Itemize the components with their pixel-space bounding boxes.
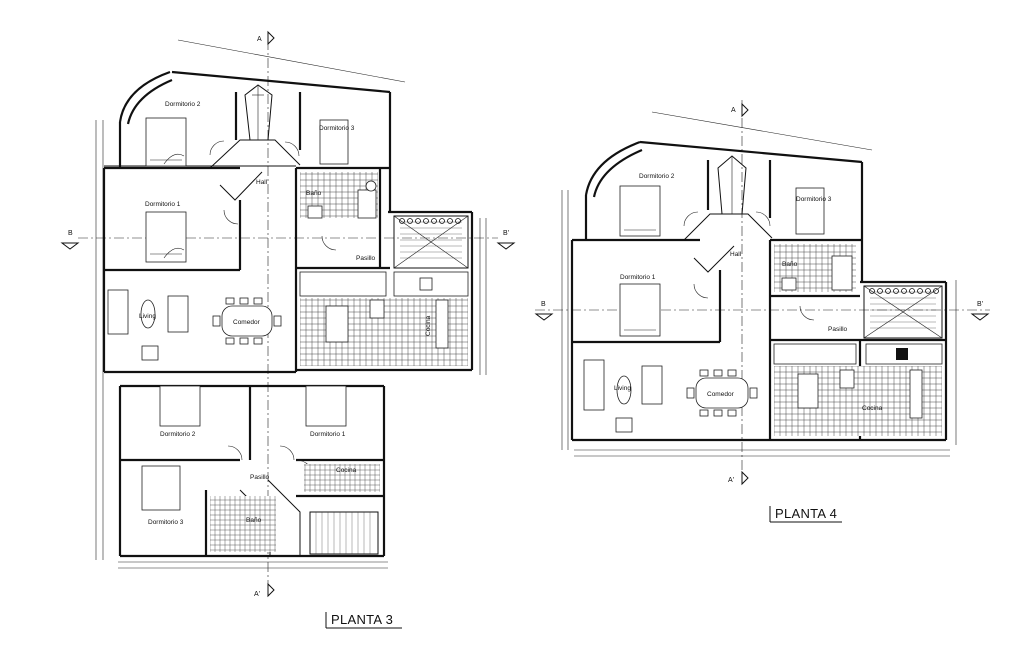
cut-label-b-right: B' [977,301,983,308]
stove [839,369,855,389]
staircase-bottom [309,511,379,555]
room-label: Baño [246,517,262,524]
room-label: Pasillo [250,474,270,481]
hall-structures [683,155,815,321]
fridge [419,277,433,291]
bathtub [831,255,853,291]
sofa-living [107,289,129,335]
room-label: Dormitorio 2 [165,101,201,108]
toilet-top [307,205,323,219]
room-label: Cocina [336,467,357,474]
cut-label-a-top: A [257,36,262,43]
room-label: Cocina [425,315,432,336]
room-label: Hall [730,251,742,258]
dining-table [695,377,749,409]
plan-title: PLANTA 4 [775,506,837,521]
armchair-living-2 [141,345,159,361]
cut-label-b-left: B [68,230,73,237]
bed-dorm3-bottom [141,465,181,511]
room-label: Dormitorio 3 [319,125,355,132]
hall-structures [209,84,337,251]
plan-planta-3: A A' B B' [60,30,516,629]
room-label: Comedor [233,319,261,326]
bed-dorm3 [795,187,825,235]
plan-planta-4: A A' B B' [534,100,990,523]
bed-dorm2-bottom [159,385,201,427]
room-label: Dormitorio 1 [310,431,346,438]
plan-title: PLANTA 3 [331,612,393,627]
room-label: Dormitorio 2 [639,173,675,180]
armchair-living [167,295,189,333]
dining-table [221,305,273,337]
coffee-table [140,299,156,329]
sink-top [365,180,377,192]
staircase-top [393,215,469,269]
room-labels-planta-3: Dormitorio 2 Dormitorio 3 Baño Hall Dorm… [139,101,432,526]
dimension-lines [561,111,957,457]
room-label: Hall [256,179,268,186]
bathtub-top [357,189,377,219]
room-label: Comedor [707,391,735,398]
dining-chairs [212,297,282,345]
room-label: Baño [782,261,798,268]
kitchen-counter [299,271,387,297]
armchair-living-2 [615,417,633,433]
bed-dorm3-top [319,119,349,165]
room-label: Dormitorio 1 [620,274,656,281]
bed-dorm1 [619,283,661,337]
room-label: Dormitorio 3 [148,519,184,526]
bathroom-tiles-bottom [210,496,276,552]
cut-label-a-bottom: A' [728,477,734,484]
room-label: Living [139,313,156,320]
kitchen-island [325,305,349,343]
kitchen-tall-unit [435,299,449,349]
room-label: Pasillo [356,255,376,262]
upper-block-walls [102,70,474,374]
room-label: Dormitorio 2 [160,431,196,438]
kitchen-tall-unit [909,369,923,419]
cut-label-a-top: A [731,107,736,114]
staircase [863,285,943,339]
bed-dorm1-bottom [305,385,347,427]
kitchen-island [797,373,819,409]
armchair-living [641,365,663,405]
cut-label-b-right: B' [503,230,509,237]
room-label: Dormitorio 3 [796,196,832,203]
bed-dorm1-top [145,211,187,263]
kitchen-counter [773,343,857,365]
toilet [781,277,797,291]
room-label: Dormitorio 1 [145,201,181,208]
cut-label-a-bottom: A' [254,591,260,598]
cut-label-b-left: B [541,301,546,308]
room-labels-planta-4: Dormitorio 2 Dormitorio 3 Hall Baño Dorm… [614,173,883,412]
cocina-tiles-bottom [304,464,380,492]
lower-block-walls [118,384,386,558]
stove [369,299,385,319]
room-label: Baño [306,190,322,197]
bed-dorm2-top [145,117,187,167]
room-label: Pasillo [828,326,848,333]
room-label: Cocina [862,405,883,412]
coffee-table [616,375,632,405]
dining-chairs [686,369,758,417]
room-label: Living [614,385,631,392]
bed-dorm2 [619,185,661,237]
fridge [896,348,908,360]
sofa-living [583,359,605,411]
